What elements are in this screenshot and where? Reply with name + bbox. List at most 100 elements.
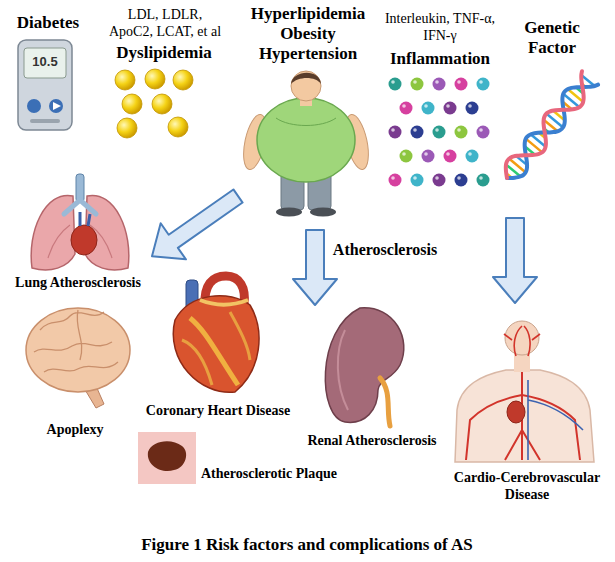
figure-label: Renal Atherosclerosis xyxy=(308,433,437,450)
cytokine-dot xyxy=(389,126,402,139)
glucose-meter xyxy=(53,102,61,110)
cytokine-highlight xyxy=(424,104,428,108)
cytokine-dot xyxy=(477,78,490,91)
cytokine-dot xyxy=(455,126,468,139)
brain xyxy=(26,308,130,392)
dna-strand xyxy=(506,71,584,178)
vascular-body xyxy=(455,321,594,462)
figure-label: Atherosclerotic Plaque xyxy=(201,466,337,483)
cytokine-highlight xyxy=(402,152,406,156)
cytokine-highlight xyxy=(468,152,472,156)
obese-person xyxy=(276,118,336,126)
lungs xyxy=(71,225,97,255)
cytokine-dot xyxy=(389,78,402,91)
cytokine-highlight xyxy=(468,104,472,108)
vascular-body xyxy=(528,380,583,460)
brain xyxy=(26,308,130,408)
kidney xyxy=(380,378,390,426)
figure-label: Inflammation xyxy=(390,49,490,69)
block-arrow xyxy=(139,178,537,305)
dna-helix xyxy=(506,71,598,178)
vascular-body xyxy=(466,372,580,460)
cytokine-highlight xyxy=(457,80,461,84)
cytokine-highlight xyxy=(446,104,450,108)
cytokine-dot xyxy=(411,174,424,187)
figure-label: Hypertension xyxy=(259,44,357,64)
cytokine-highlight xyxy=(391,128,395,132)
cytokine-highlight xyxy=(457,176,461,180)
cytokine-highlight xyxy=(413,80,417,84)
figure-label: Interleukin, TNF-α, IFN-γ xyxy=(378,11,503,45)
heart xyxy=(173,296,259,393)
figure-label: Apoplexy xyxy=(47,422,104,439)
cytokine-highlight xyxy=(457,128,461,132)
figure-label: Dyslipidemia xyxy=(116,43,211,63)
lungs xyxy=(80,212,90,226)
figure-label: LDL, LDLR, ApoC2, LCAT, et al xyxy=(106,7,224,41)
lipid-balls xyxy=(117,118,137,138)
glucose-meter xyxy=(27,99,41,113)
figure-label: Genetic Factor xyxy=(512,18,592,59)
cytokine-highlight xyxy=(479,80,483,84)
lipid-balls xyxy=(145,69,165,89)
obese-person xyxy=(276,208,302,217)
vascular-body xyxy=(455,370,594,462)
block-arrow xyxy=(493,218,537,303)
vascular-body xyxy=(504,326,540,356)
lipid-balls xyxy=(115,69,193,138)
cytokine-dots xyxy=(389,78,490,187)
cytokine-dot xyxy=(477,126,490,139)
heart xyxy=(173,276,259,392)
vascular-body xyxy=(507,401,525,423)
figure-label: Lung Atherosclerosis xyxy=(15,275,141,292)
figure-label: Atherosclerosis xyxy=(333,240,437,259)
obese-person xyxy=(257,98,355,182)
heart xyxy=(182,312,250,385)
lungs xyxy=(64,200,96,214)
glucose-meter xyxy=(18,40,72,130)
figure-label: 10.5 xyxy=(32,54,57,70)
glucose-meter xyxy=(30,119,60,123)
lipid-balls xyxy=(122,94,142,114)
lungs xyxy=(31,174,129,270)
block-arrow xyxy=(293,230,337,305)
figure-label: Obesity xyxy=(280,24,336,44)
obese-person xyxy=(310,208,336,217)
cytokine-highlight xyxy=(479,128,483,132)
cytokine-dot xyxy=(433,174,446,187)
lungs xyxy=(48,225,112,258)
cytokine-dot xyxy=(400,150,413,163)
cytokine-highlight xyxy=(479,176,483,180)
kidney xyxy=(325,308,404,426)
cytokine-dot xyxy=(433,126,446,139)
cytokine-dot xyxy=(444,150,457,163)
glucose-meter xyxy=(24,48,66,78)
lipid-balls xyxy=(115,70,135,90)
cytokine-dot xyxy=(411,78,424,91)
cytokine-dot xyxy=(422,102,435,115)
obese-person xyxy=(239,71,372,217)
cytokine-dot xyxy=(389,174,402,187)
cytokine-dot xyxy=(477,174,490,187)
lipid-balls xyxy=(173,70,193,90)
cytokine-dot xyxy=(444,102,457,115)
cytokine-dot xyxy=(455,78,468,91)
plaque-sample xyxy=(138,432,196,484)
cytokine-dot xyxy=(400,102,413,115)
cytokine-dot xyxy=(466,150,479,163)
figure-caption: Figure 1 Risk factors and complications … xyxy=(141,535,473,555)
cytokine-highlight xyxy=(413,128,417,132)
kidney xyxy=(325,308,404,423)
figure-label: Hyperlipidemia xyxy=(251,4,365,24)
cytokine-highlight xyxy=(402,104,406,108)
cytokine-dot xyxy=(455,174,468,187)
heart xyxy=(200,300,248,305)
lungs xyxy=(31,195,75,269)
vascular-body xyxy=(505,321,539,355)
cytokine-highlight xyxy=(435,176,439,180)
lipid-balls xyxy=(152,94,172,114)
obese-person xyxy=(291,73,321,84)
lipid-balls xyxy=(168,117,188,137)
